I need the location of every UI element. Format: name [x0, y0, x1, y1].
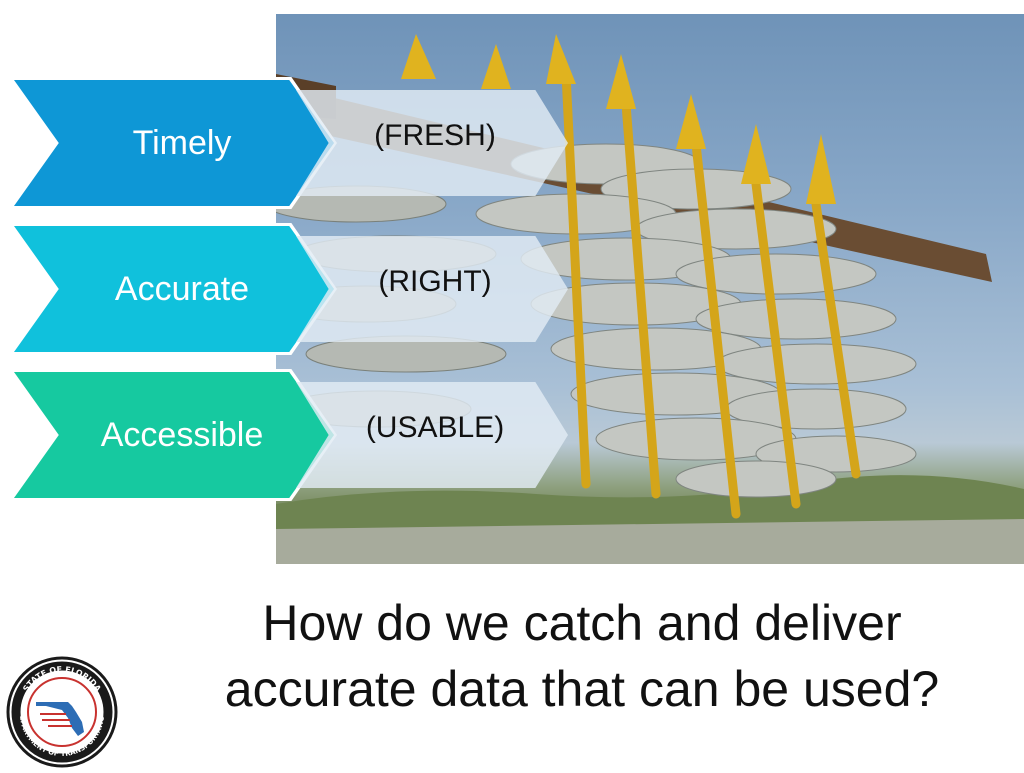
- chevron-accurate: Accurate: [14, 226, 334, 352]
- chevron-row-accurate: Accurate (RIGHT): [11, 223, 574, 355]
- florida-dot-seal-icon: STATE OF FLORIDA DEPARTMENT OF TRANSPORT…: [3, 650, 118, 768]
- question-line-2: accurate data that can be used?: [224, 661, 940, 717]
- chevron-row-accessible: Accessible (USABLE): [11, 369, 574, 501]
- slide-question: How do we catch and deliver accurate dat…: [140, 590, 1024, 722]
- chevron-sub-usable: (USABLE): [296, 382, 568, 488]
- chevron-sub-fresh: (FRESH): [296, 90, 568, 196]
- chevron-accessible: Accessible: [14, 372, 334, 498]
- chevron-row-timely: Timely (FRESH): [11, 77, 574, 209]
- chevron-sub-label: (FRESH): [374, 119, 496, 152]
- chevron-label: Accessible: [100, 415, 264, 454]
- question-line-1: How do we catch and deliver: [262, 595, 902, 651]
- chevron-label: Accurate: [114, 269, 250, 308]
- chevron-sub-right: (RIGHT): [296, 236, 568, 342]
- chevron-sub-label: (USABLE): [365, 411, 505, 444]
- chevron-timely: Timely: [14, 80, 334, 206]
- chevron-label: Timely: [132, 123, 232, 162]
- chevron-sub-label: (RIGHT): [378, 265, 492, 298]
